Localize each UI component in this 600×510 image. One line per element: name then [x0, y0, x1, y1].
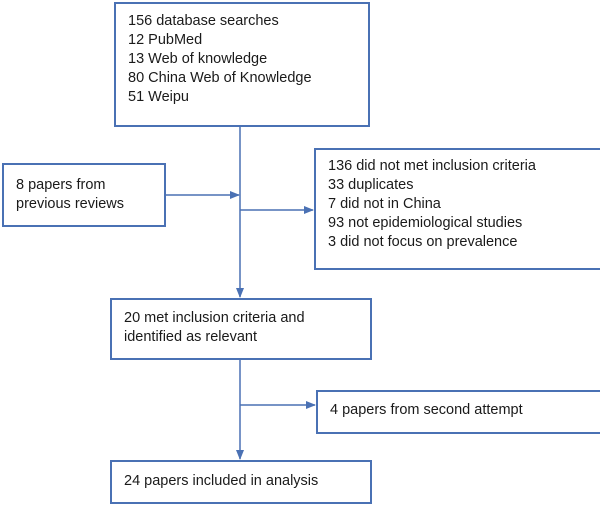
excluded-not-prevalence: 3 did not focus on prevalence	[328, 234, 518, 250]
second-attempt-box: 4 papers from second attempt	[316, 390, 600, 434]
included-papers-box: 24 papers included in analysis	[110, 460, 372, 504]
second-attempt-line: 4 papers from second attempt	[330, 402, 523, 418]
searches-pubmed: 12 PubMed	[128, 32, 203, 48]
excluded-not-epidemiological: 93 not epidemiological studies	[328, 215, 523, 231]
met-criteria-line-1: 20 met inclusion criteria and	[124, 310, 305, 326]
searches-total: 156 database searches	[128, 13, 279, 29]
excluded-total: 136 did not met inclusion criteria	[328, 158, 536, 174]
excluded-not-china: 7 did not in China	[328, 196, 441, 212]
previous-reviews-line-2: previous reviews	[16, 196, 124, 212]
previous-reviews-line-1: 8 papers from	[16, 177, 106, 193]
previous-reviews-box: 8 papers from previous reviews	[2, 163, 166, 227]
searches-weipu: 51 Weipu	[128, 89, 189, 105]
excluded-studies-box: 136 did not met inclusion criteria 33 du…	[314, 148, 600, 270]
searches-web-of-knowledge: 13 Web of knowledge	[128, 51, 268, 67]
searches-china-web-of-knowledge: 80 China Web of Knowledge	[128, 70, 312, 86]
database-searches-box: 156 database searches 12 PubMed 13 Web o…	[114, 2, 370, 127]
met-criteria-line-2: identified as relevant	[124, 329, 257, 345]
excluded-duplicates: 33 duplicates	[328, 177, 414, 193]
included-line: 24 papers included in analysis	[124, 473, 319, 489]
met-criteria-box: 20 met inclusion criteria and identified…	[110, 298, 372, 360]
